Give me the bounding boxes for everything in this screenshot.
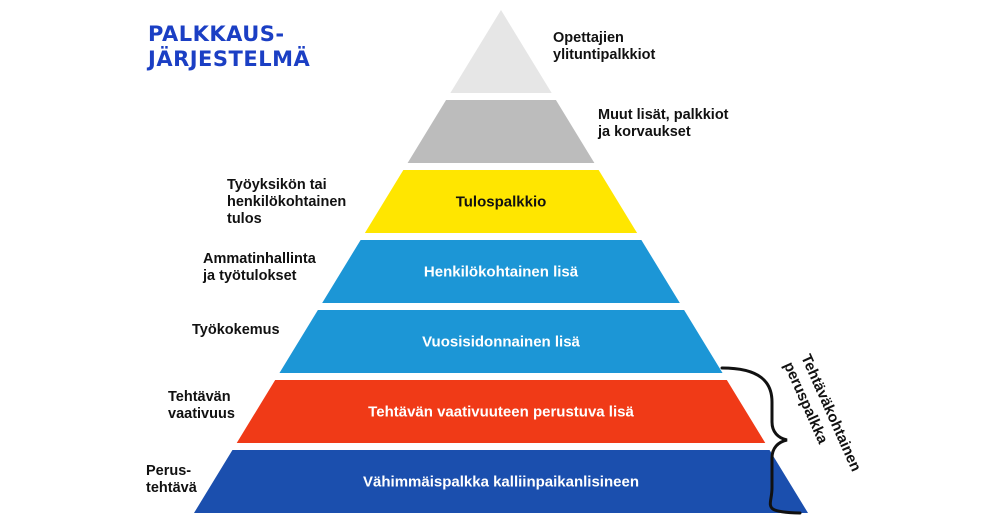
pyramid-tier-3-label: Tulospalkkio (456, 194, 547, 211)
pyramid-tier-7 (194, 450, 808, 513)
note-tehtavan-vaativuus: Tehtävän vaativuus (168, 389, 235, 422)
note-tyokokemus: Työkokemus (192, 322, 280, 338)
title-line-2: JÄRJESTELMÄ (148, 47, 311, 71)
title-line-1: PALKKAUS- (148, 22, 285, 46)
note-muut-lisat: Muut lisät, palkkiot ja korvaukset (598, 107, 729, 140)
pyramid-tier-4 (322, 240, 680, 303)
note-perustehtava: Perus- tehtävä (146, 463, 197, 496)
pyramid-tier-7-label: Vähimmäispalkka kalliinpaikanlisineen (363, 474, 639, 491)
pyramid-tier-4-label: Henkilökohtainen lisä (424, 264, 579, 281)
note-tulos: Työyksikön tai henkilökohtainen tulos (227, 177, 347, 227)
pyramid-tier-6 (236, 380, 766, 443)
pyramid-tier-6-label: Tehtävän vaativuuteen perustuva lisä (368, 404, 634, 421)
pyramid-tier-1 (450, 10, 552, 93)
pyramid-tier-5-label: Vuosisidonnainen lisä (422, 334, 580, 351)
note-ammatinhallinta: Ammatinhallinta ja työtulokset (203, 251, 316, 284)
pyramid-tier-2 (407, 100, 595, 163)
pyramid-tier-3 (364, 170, 638, 233)
pyramid-tier-5 (279, 310, 723, 373)
note-opettajien: Opettajien ylituntipalkkiot (553, 30, 656, 63)
curly-bracket (720, 366, 802, 515)
diagram-title: PALKKAUS- JÄRJESTELMÄ (148, 22, 310, 72)
